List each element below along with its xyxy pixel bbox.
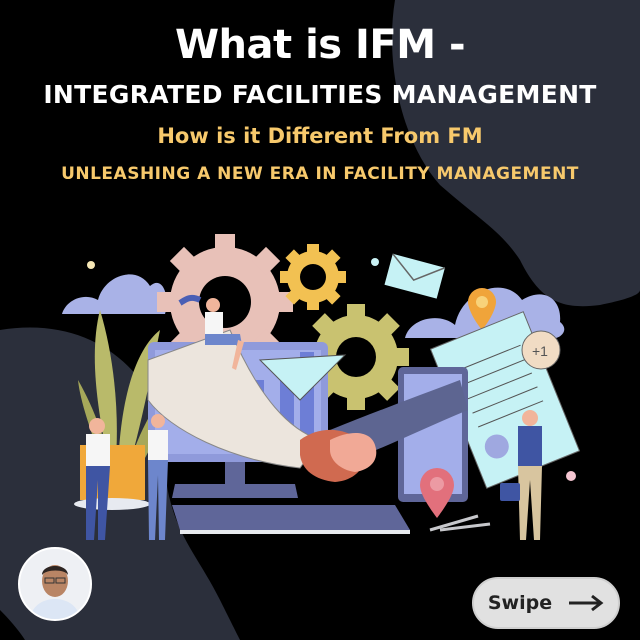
location-pin-icon bbox=[420, 468, 454, 518]
handshake-illustration: +1 bbox=[62, 234, 581, 540]
document-icon bbox=[429, 311, 581, 489]
swipe-button[interactable]: Swipe bbox=[472, 577, 620, 629]
person-photo-icon bbox=[20, 549, 90, 619]
location-pin-icon bbox=[468, 288, 496, 330]
swipe-label: Swipe bbox=[487, 592, 553, 614]
keyboard bbox=[172, 505, 410, 530]
gear-icon bbox=[280, 244, 346, 310]
paper-plane-icon bbox=[258, 354, 347, 401]
arrow-right-icon bbox=[569, 594, 604, 612]
svg-text:+1: +1 bbox=[532, 343, 548, 359]
cloud-icon bbox=[62, 274, 167, 314]
author-avatar bbox=[18, 547, 92, 621]
question-heading: How is it Different From FM bbox=[157, 124, 483, 148]
envelope-icon bbox=[384, 253, 446, 299]
briefcase-icon bbox=[500, 483, 520, 501]
tagline: UNLEASHING A NEW ERA IN FACILITY MANAGEM… bbox=[61, 164, 579, 184]
page-subtitle: INTEGRATED FACILITIES MANAGEMENT bbox=[43, 80, 597, 109]
page-title: What is IFM - bbox=[174, 22, 466, 68]
